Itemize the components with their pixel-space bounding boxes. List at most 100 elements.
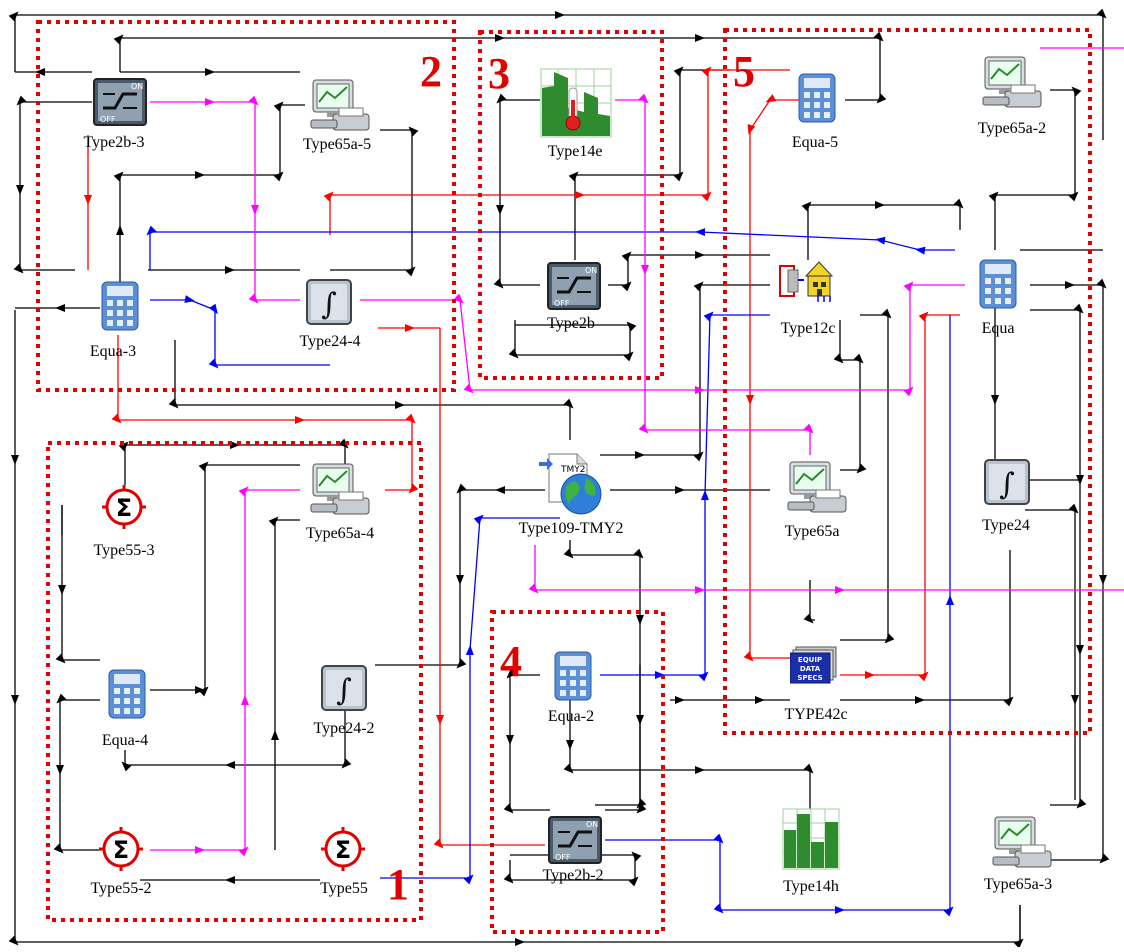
forcing-function-bars-icon — [782, 808, 840, 870]
type2b-component[interactable]: ON OFF — [547, 262, 601, 315]
on-off-controller-icon: ON OFF — [547, 262, 601, 310]
sigma-summary-icon: Σ — [321, 827, 365, 871]
sigma-summary-icon: Σ — [99, 827, 143, 871]
on-off-controller-icon: ON OFF — [93, 78, 147, 126]
type24-component[interactable]: ∫ — [983, 458, 1031, 511]
type65a-5-component[interactable] — [303, 78, 373, 139]
group-number-3: 3 — [488, 49, 510, 98]
type2b-2-component[interactable]: ON OFF — [548, 816, 602, 869]
type24-4-component[interactable]: ∫ — [305, 278, 353, 331]
calculator-icon — [554, 651, 592, 701]
svg-text:Σ: Σ — [113, 836, 129, 864]
svg-text:TMY2: TMY2 — [560, 465, 586, 475]
type2b-3-component[interactable]: ON OFF — [93, 78, 147, 131]
type14e-label: Type14e — [547, 143, 603, 160]
calculator-icon — [798, 73, 836, 123]
calculator-icon — [108, 669, 146, 719]
svg-text:OFF: OFF — [554, 299, 570, 308]
type14h-component[interactable] — [782, 808, 840, 875]
svg-text:∫: ∫ — [999, 467, 1015, 502]
type65a-4-label: Type65a-4 — [305, 525, 375, 542]
type2b-2-label: Type2b-2 — [542, 867, 604, 884]
svg-text:EQUIP: EQUIP — [798, 656, 822, 664]
equa-label: Equa — [981, 320, 1015, 337]
printer-plotter-icon — [992, 816, 1052, 868]
group-number-1: 1 — [387, 860, 409, 909]
group-number-4: 4 — [500, 637, 522, 686]
equip-data-specs-icon: EQUIP DATA SPECS — [789, 646, 837, 684]
equa-component[interactable] — [978, 258, 1018, 315]
svg-text:ON: ON — [585, 266, 597, 275]
type24-2-component[interactable]: ∫ — [320, 664, 368, 717]
svg-text:SPECS: SPECS — [797, 674, 822, 682]
svg-text:ON: ON — [586, 820, 598, 829]
type55-3-label: Type55-3 — [93, 542, 155, 559]
type24-4-label: Type24-4 — [299, 333, 361, 350]
calculator-icon — [979, 259, 1017, 309]
group-number-2: 2 — [420, 47, 442, 96]
calculator-icon — [101, 281, 139, 331]
group-boxes — [36, 20, 1092, 934]
svg-text:Σ: Σ — [335, 836, 351, 864]
type65a-3-label: Type65a-3 — [983, 876, 1053, 893]
group-number-5: 5 — [733, 47, 755, 96]
type65a-2-label: Type65a-2 — [977, 120, 1047, 137]
temperature-forcing-function-icon — [540, 68, 612, 138]
equa-3-component[interactable] — [100, 280, 140, 337]
type24-2-label: Type24-2 — [313, 720, 375, 737]
type12c-label: Type12c — [780, 320, 836, 337]
svg-text:OFF: OFF — [555, 853, 571, 862]
equa-2-component[interactable] — [553, 650, 593, 707]
type2b-label: Type2b — [547, 315, 595, 332]
svg-text:∫: ∫ — [321, 287, 337, 322]
type55-component[interactable]: Σ — [319, 825, 367, 878]
type55-3-component[interactable]: Σ — [100, 483, 148, 536]
type65a-3-component[interactable] — [985, 815, 1055, 876]
printer-plotter-icon — [310, 463, 370, 515]
svg-text:OFF: OFF — [100, 115, 116, 124]
equa-5-label: Equa-5 — [791, 134, 839, 151]
weather-data-globe-icon: TMY2 — [539, 453, 602, 515]
integrator-icon: ∫ — [984, 459, 1030, 505]
type55-2-component[interactable]: Σ — [97, 825, 145, 878]
type55-2-label: Type55-2 — [90, 880, 152, 897]
type14e-component[interactable] — [540, 68, 612, 143]
integrator-icon: ∫ — [321, 665, 367, 711]
on-off-controller-icon: ON OFF — [548, 816, 602, 864]
type65a-label: Type65a — [784, 523, 840, 540]
printer-plotter-icon — [310, 79, 370, 131]
type65a-5-label: Type65a-5 — [302, 136, 372, 153]
building-load-icon — [779, 261, 834, 302]
type42c-label: TYPE42c — [784, 706, 848, 723]
type2b-3-label: Type2b-3 — [83, 134, 145, 151]
group-box-2 — [36, 20, 456, 392]
red-links — [84, 66, 960, 849]
sigma-summary-icon: Σ — [102, 485, 146, 529]
type14h-label: Type14h — [783, 878, 839, 895]
type109-tmy2-label: Type109-TMY2 — [518, 520, 624, 537]
type24-label: Type24 — [982, 517, 1030, 534]
type65a-component[interactable] — [780, 460, 850, 521]
group-box-5 — [723, 28, 1092, 735]
svg-text:∫: ∫ — [336, 673, 352, 708]
magenta-links — [150, 47, 1124, 857]
type65a-2-component[interactable] — [975, 55, 1045, 116]
equa-4-component[interactable] — [107, 668, 147, 725]
integrator-icon: ∫ — [306, 279, 352, 325]
type65a-4-component[interactable] — [303, 462, 373, 523]
printer-plotter-icon — [787, 461, 847, 513]
group-box-3 — [478, 30, 664, 380]
group-box-4 — [490, 610, 665, 934]
equa-2-label: Equa-2 — [547, 708, 595, 725]
type42c-component[interactable]: EQUIP DATA SPECS — [789, 645, 840, 690]
equa-3-label: Equa-3 — [89, 343, 137, 360]
equa-5-component[interactable] — [797, 72, 837, 129]
type109-tmy2-component[interactable]: TMY2 — [537, 452, 605, 523]
type12c-component[interactable] — [778, 258, 838, 307]
group-box-1 — [46, 441, 423, 922]
type55-label: Type55 — [320, 880, 368, 897]
svg-text:Σ: Σ — [116, 494, 132, 522]
svg-text:ON: ON — [131, 82, 143, 91]
